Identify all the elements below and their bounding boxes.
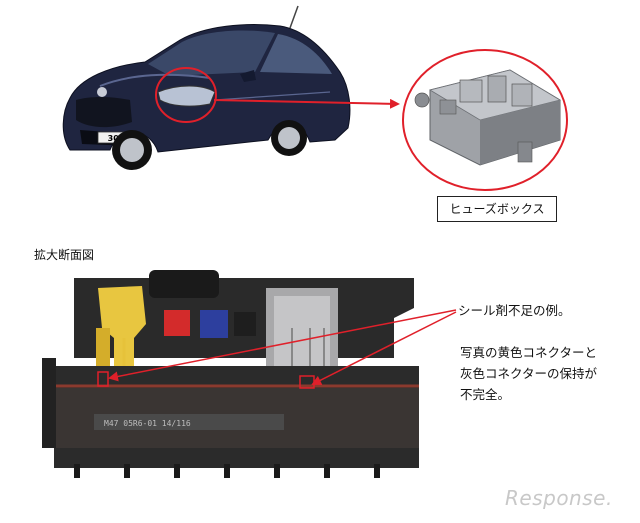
pcb-marking: M47 05R6-01 14/116 xyxy=(104,419,191,428)
note-connector-retention: 写真の黄色コネクターと 灰色コネクターの保持が 不完全。 xyxy=(460,342,597,405)
watermark-logo: Response. xyxy=(505,486,613,510)
note-line: 灰色コネクターの保持が xyxy=(460,366,598,381)
cross-section-photo: M47 05R6-01 14/116 xyxy=(34,268,434,490)
car-photo: 308 xyxy=(40,0,370,180)
note-line: 写真の黄色コネクターと xyxy=(460,345,598,360)
note-sealant-shortage: シール剤不足の例。 xyxy=(458,303,571,318)
note-line: 不完全。 xyxy=(460,387,511,402)
fusebox-label: ヒューズボックス xyxy=(437,196,557,222)
fusebox-render xyxy=(400,50,580,190)
section-title: 拡大断面図 xyxy=(34,248,95,262)
